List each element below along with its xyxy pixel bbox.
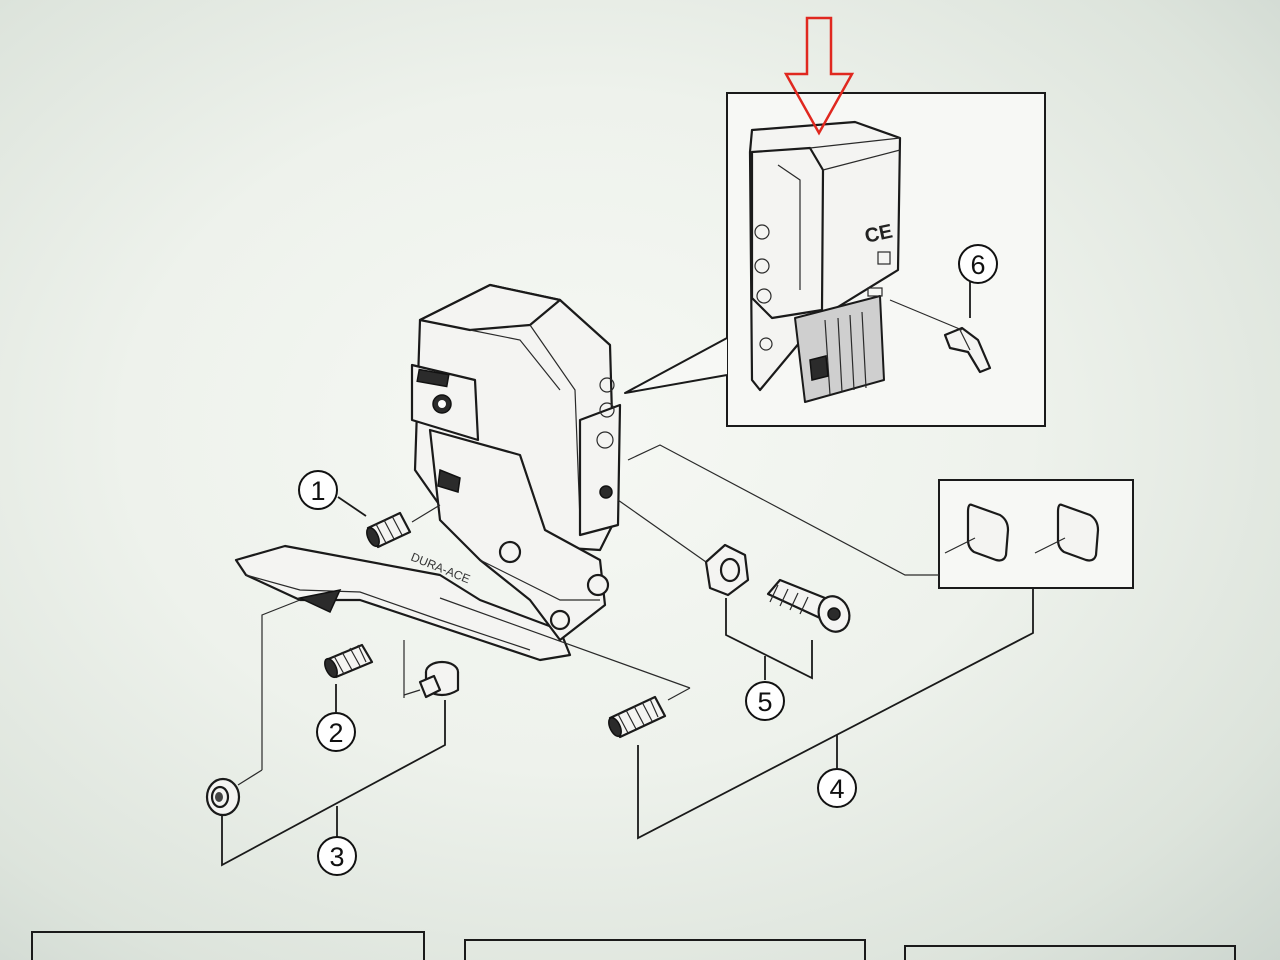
svg-text:5: 5 — [757, 687, 772, 717]
bottom-table-frames — [31, 931, 1236, 960]
svg-text:4: 4 — [829, 774, 844, 804]
spacer-part-5 — [704, 543, 750, 597]
bracket-lines-part-3 — [221, 700, 446, 867]
clip-part-6 — [889, 282, 992, 374]
bolt-part-3 — [403, 640, 460, 699]
callout-5: 5 — [745, 681, 785, 721]
callout-6: 6 — [958, 244, 998, 284]
pad-box-part-4 — [627, 444, 1134, 589]
svg-text:2: 2 — [328, 718, 343, 748]
bracket-lines-part-4 — [637, 588, 1034, 840]
screw-part-1 — [337, 496, 441, 549]
washer-part-3 — [205, 599, 301, 817]
battery-housing-detail: CE — [748, 120, 902, 403]
svg-text:6: 6 — [970, 250, 985, 280]
highlight-arrow — [783, 16, 855, 136]
callout-3: 3 — [317, 836, 357, 876]
svg-text:1: 1 — [310, 476, 325, 506]
set-screw-part-4 — [439, 597, 691, 739]
bracket-lines-part-5 — [725, 598, 813, 680]
bolt-part-5 — [617, 499, 851, 633]
callout-1: 1 — [298, 470, 338, 510]
callout-2: 2 — [316, 712, 356, 752]
screw-part-2 — [324, 643, 374, 712]
front-derailleur: DURA-ACE — [234, 283, 622, 662]
svg-text:3: 3 — [329, 842, 344, 872]
callout-4: 4 — [817, 768, 857, 808]
